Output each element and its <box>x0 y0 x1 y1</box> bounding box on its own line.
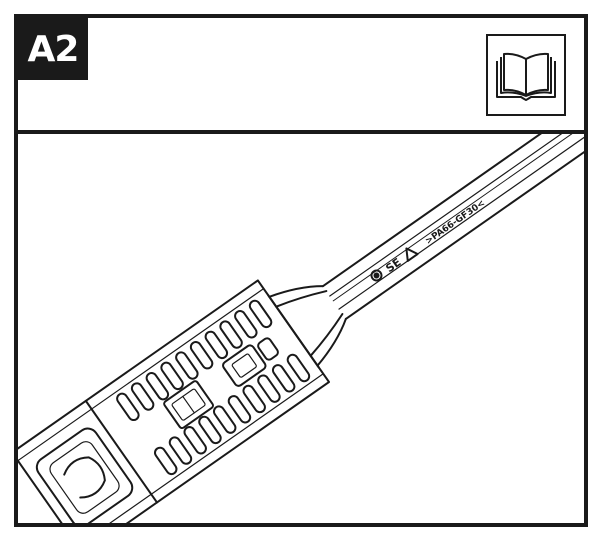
cooling-fins-lower <box>153 353 311 476</box>
cable <box>321 134 584 320</box>
status-window <box>222 344 267 387</box>
connector-illustration: SE >PA66-GF30< M <box>18 134 584 523</box>
step-label: A2 <box>18 18 88 80</box>
material-marking: >PA66-GF30< <box>424 198 487 246</box>
instruction-panel: A2 <box>14 14 588 527</box>
cooling-fins-upper <box>116 299 273 422</box>
svg-text:SE: SE <box>383 256 403 276</box>
cable-markings: SE >PA66-GF30< M <box>370 198 487 282</box>
open-book-icon <box>496 52 556 101</box>
locking-latch <box>163 380 214 430</box>
socket-front <box>35 427 134 523</box>
strain-relief <box>267 285 347 369</box>
manual-reference <box>486 34 566 116</box>
connector-housing <box>18 279 330 523</box>
panel-header: A2 <box>18 18 584 134</box>
connector-drawing: SE >PA66-GF30< M <box>18 134 584 523</box>
